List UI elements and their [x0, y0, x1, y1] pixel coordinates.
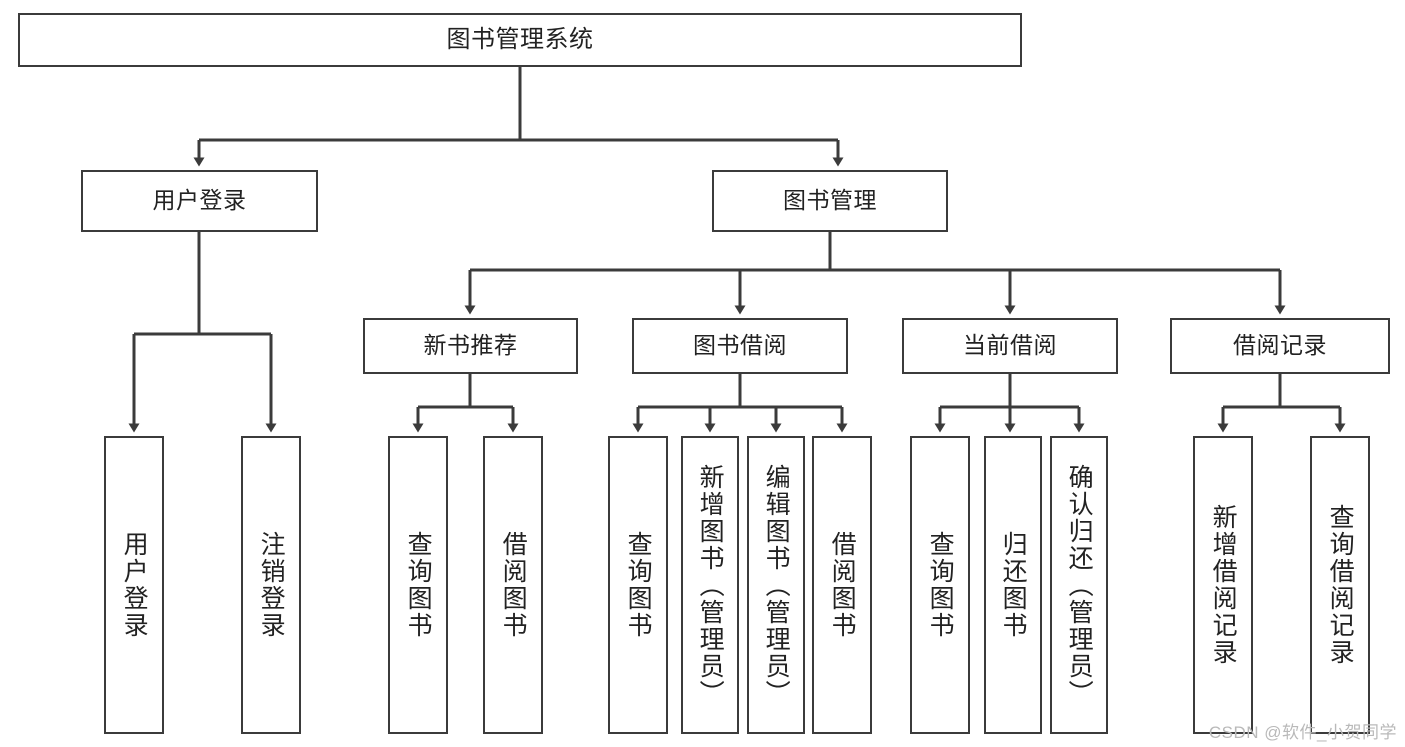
leaf-add-borrow-record[interactable]: 新增借阅记录 [1193, 436, 1253, 734]
leaf-query-book-borrow[interactable]: 查询图书 [608, 436, 668, 734]
node-current-borrow[interactable]: 当前借阅 [902, 318, 1118, 374]
leaf-borrow-book[interactable]: 借阅图书 [812, 436, 872, 734]
node-label: 新书推荐 [423, 332, 518, 359]
leaf-logout-login[interactable]: 注销登录 [241, 436, 301, 734]
leaf-confirm-return[interactable]: 确认归还（管理员） [1050, 436, 1108, 734]
leaf-user-login[interactable]: 用户登录 [104, 436, 164, 734]
node-label: 新增图书（管理员） [696, 463, 725, 707]
node-label: 用户登录 [152, 187, 247, 214]
leaf-query-book-current[interactable]: 查询图书 [910, 436, 970, 734]
node-label: 查询借阅记录 [1326, 504, 1355, 666]
node-label: 查询图书 [926, 531, 955, 639]
node-label: 编辑图书（管理员） [762, 463, 791, 707]
node-label: 借阅图书 [499, 531, 528, 639]
node-label: 新增借阅记录 [1209, 504, 1238, 666]
node-book-manage[interactable]: 图书管理 [712, 170, 948, 232]
node-label: 当前借阅 [963, 332, 1057, 359]
node-label: 借阅记录 [1233, 332, 1327, 359]
node-new-book-recommend[interactable]: 新书推荐 [363, 318, 578, 374]
node-label: 查询图书 [404, 531, 433, 639]
leaf-edit-book[interactable]: 编辑图书（管理员） [747, 436, 805, 734]
leaf-add-book[interactable]: 新增图书（管理员） [681, 436, 739, 734]
node-label: 归还图书 [999, 531, 1028, 639]
csdn-watermark: CSDN @软件_小贺同学 [1208, 723, 1397, 742]
node-label: 注销登录 [257, 531, 286, 639]
node-label: 确认归还（管理员） [1065, 463, 1094, 707]
node-user-login[interactable]: 用户登录 [81, 170, 318, 232]
node-label: 图书借阅 [693, 332, 787, 359]
node-root-system[interactable]: 图书管理系统 [18, 13, 1022, 67]
node-label: 图书管理 [783, 187, 877, 214]
node-label: 用户登录 [120, 531, 149, 639]
leaf-query-book-recommend[interactable]: 查询图书 [388, 436, 448, 734]
node-label: 图书管理系统 [446, 25, 594, 53]
leaf-query-borrow-record[interactable]: 查询借阅记录 [1310, 436, 1370, 734]
node-borrow-record[interactable]: 借阅记录 [1170, 318, 1390, 374]
node-label: 查询图书 [624, 531, 653, 639]
leaf-return-book[interactable]: 归还图书 [984, 436, 1042, 734]
node-book-borrow[interactable]: 图书借阅 [632, 318, 848, 374]
node-label: 借阅图书 [828, 531, 857, 639]
leaf-borrow-book-recommend[interactable]: 借阅图书 [483, 436, 543, 734]
